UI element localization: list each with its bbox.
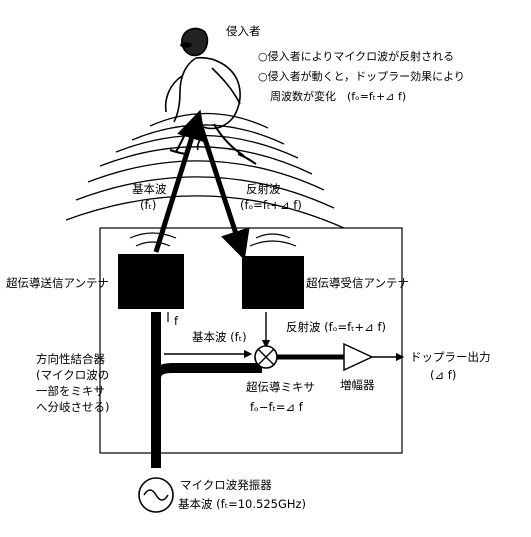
transmitted-beam-arrow bbox=[153, 109, 206, 253]
tx-antenna bbox=[118, 254, 184, 309]
intruder-label: 侵入者 bbox=[226, 24, 261, 38]
fundamental-wave-sub: (fₜ) bbox=[140, 198, 157, 212]
reflection-wavefronts bbox=[65, 112, 345, 229]
rx-antenna-label: 超伝導受信アンテナ bbox=[306, 276, 410, 290]
note-line-2: ○侵入者が動くと，ドップラー効果により bbox=[258, 70, 465, 83]
coupler-label-2: (マイクロ波の bbox=[36, 368, 110, 382]
coupler-label-3: 一部をミキサ bbox=[36, 384, 105, 398]
mixer-formula: fₒ−fₜ=⊿ f bbox=[250, 400, 303, 414]
reflected-wave-label: 反射波 bbox=[246, 182, 281, 196]
intruder-figure bbox=[164, 27, 257, 165]
antenna-wave-arcs bbox=[129, 232, 297, 247]
doppler-output-sub: (⊿ f) bbox=[430, 368, 457, 382]
rx-antenna bbox=[242, 256, 304, 309]
fundamental-inner-label: 基本波 (fₜ) bbox=[192, 330, 247, 344]
reflected-beam-arrow bbox=[197, 123, 250, 261]
tx-antenna-label: 超伝導送信アンテナ bbox=[6, 276, 110, 290]
coupler-label-1: 方向性結合器 bbox=[36, 352, 105, 366]
oscillator-label: マイクロ波発振器 bbox=[180, 478, 272, 492]
note-line-3: 周波数が変化 (fₒ=fₜ+⊿ f) bbox=[270, 90, 407, 103]
coupler-branch bbox=[151, 363, 262, 379]
fundamental-wave-label: 基本波 bbox=[132, 182, 167, 196]
amplifier-symbol bbox=[343, 342, 374, 372]
amplifier-label: 増幅器 bbox=[340, 378, 375, 392]
oscillator-frequency: 基本波 (fₜ=10.525GHz) bbox=[178, 497, 307, 511]
reflected-wave-sub: (fₒ=fₜ+⊿ f) bbox=[240, 198, 302, 212]
coupler-label-4: へ分岐させる) bbox=[36, 400, 110, 414]
doppler-output-label: ドップラー出力 bbox=[410, 350, 491, 364]
mixer-label: 超伝導ミキサ bbox=[246, 380, 315, 394]
module-box bbox=[99, 227, 403, 454]
tx-f-label: f bbox=[174, 314, 179, 328]
reflected-inner-label: 反射波 (fₒ=fₜ+⊿ f) bbox=[286, 320, 386, 334]
note-line-1: ○侵入者によりマイクロ波が反射される bbox=[258, 50, 455, 63]
